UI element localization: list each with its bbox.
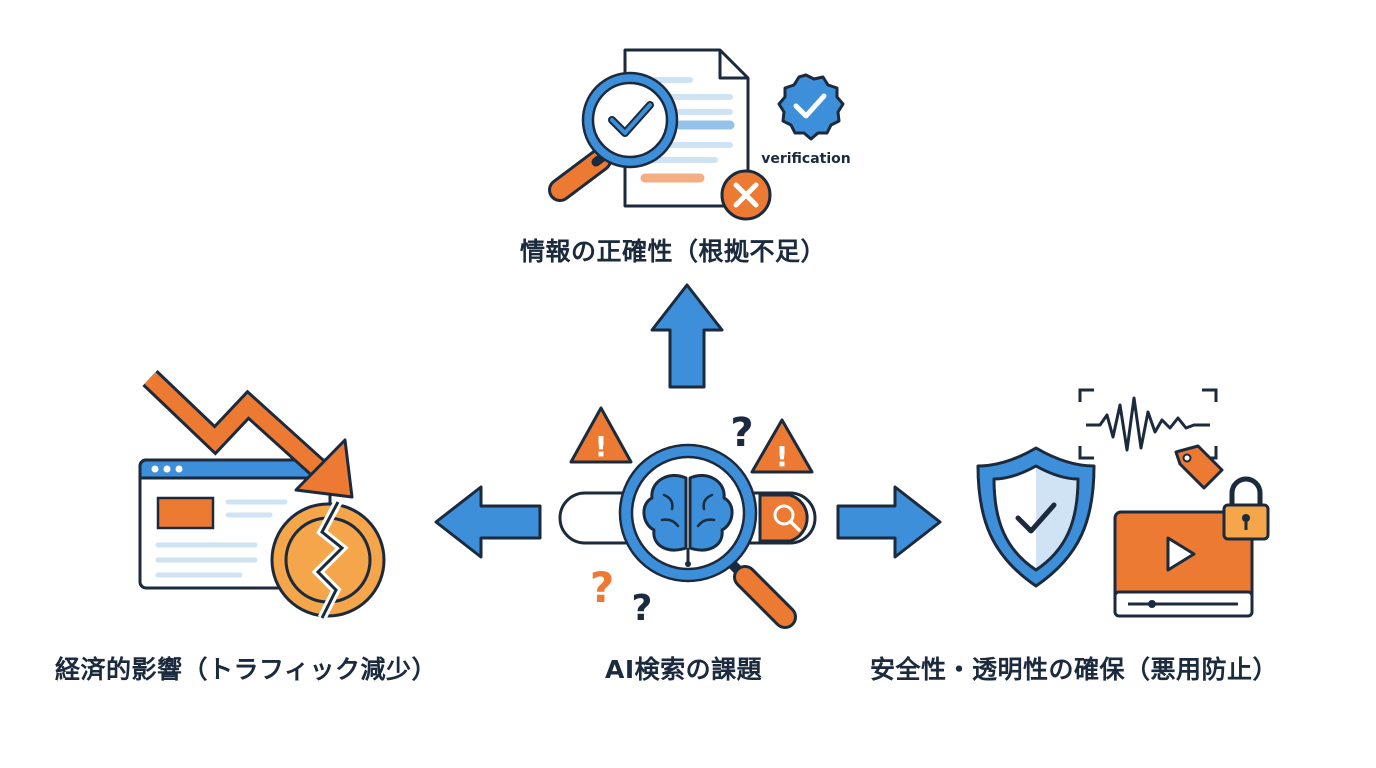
verified-badge-icon (777, 73, 845, 141)
left-economic-illustration (138, 370, 386, 621)
magnifier-icon (548, 71, 679, 202)
svg-text:!: ! (595, 430, 608, 463)
warning-icon: ! (569, 406, 633, 464)
center-ai-search-illustration: ! ! ? ? ? (558, 406, 817, 629)
svg-text:!: ! (776, 440, 789, 473)
arrow-up (650, 283, 724, 389)
waveform-icon (1078, 388, 1218, 460)
label-ai-search-issues: AI検索の課題 (605, 655, 763, 684)
shield-check-icon (976, 446, 1096, 588)
downtrend-arrow-icon (142, 370, 354, 499)
search-icon (773, 504, 801, 532)
question-mark-icon: ? (730, 410, 753, 456)
question-mark-icon: ? (590, 563, 614, 612)
verification-label: verification (761, 151, 851, 167)
video-player-icon (1113, 510, 1254, 618)
warning-icon: ! (750, 418, 814, 474)
top-verification-illustration: verification (548, 48, 851, 221)
search-button (758, 493, 809, 543)
question-mark-icon: ? (632, 588, 653, 629)
tag-icon (1174, 444, 1224, 490)
padlock-icon (1222, 476, 1270, 541)
right-safety-illustration (976, 388, 1270, 618)
label-safety-transparency: 安全性・透明性の確保（悪用防止） (870, 655, 1279, 684)
label-economic-impact: 経済的影響（トラフィック減少） (55, 655, 438, 684)
arrow-right (836, 485, 942, 559)
label-information-accuracy: 情報の正確性（根拠不足） (520, 237, 827, 266)
arrow-left (434, 485, 542, 559)
brain-icon (642, 474, 734, 567)
broken-coin-icon (270, 499, 386, 621)
magnifier-handle (723, 555, 797, 629)
error-badge-icon (720, 169, 772, 221)
